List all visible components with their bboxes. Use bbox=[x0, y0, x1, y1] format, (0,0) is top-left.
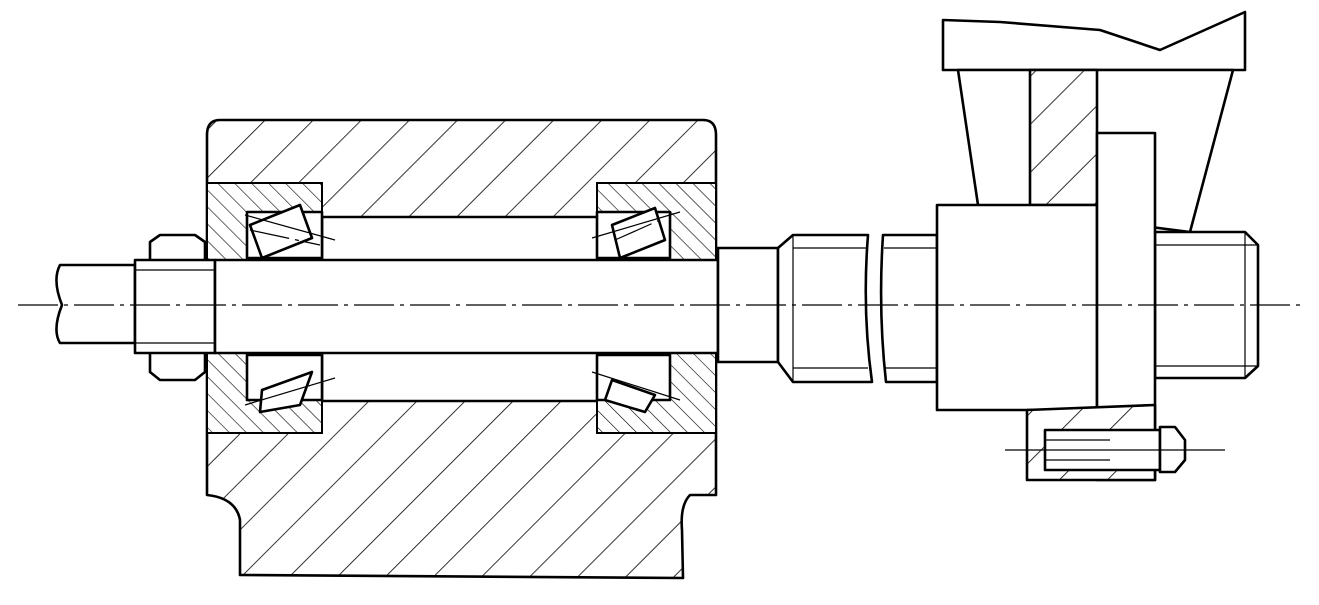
top-bracket bbox=[941, 10, 1247, 234]
bottom-bracket bbox=[1005, 403, 1225, 482]
left-bearing-top bbox=[206, 182, 336, 261]
hex-nut bbox=[133, 233, 217, 382]
coupling-part bbox=[879, 233, 939, 384]
threaded-end bbox=[776, 233, 874, 384]
right-bearing-bottom bbox=[591, 352, 717, 434]
left-shaft bbox=[55, 263, 137, 345]
main-shaft bbox=[213, 258, 720, 355]
right-bearing-top bbox=[591, 182, 717, 261]
hub bbox=[935, 203, 1099, 412]
left-bearing-bottom bbox=[206, 352, 336, 434]
